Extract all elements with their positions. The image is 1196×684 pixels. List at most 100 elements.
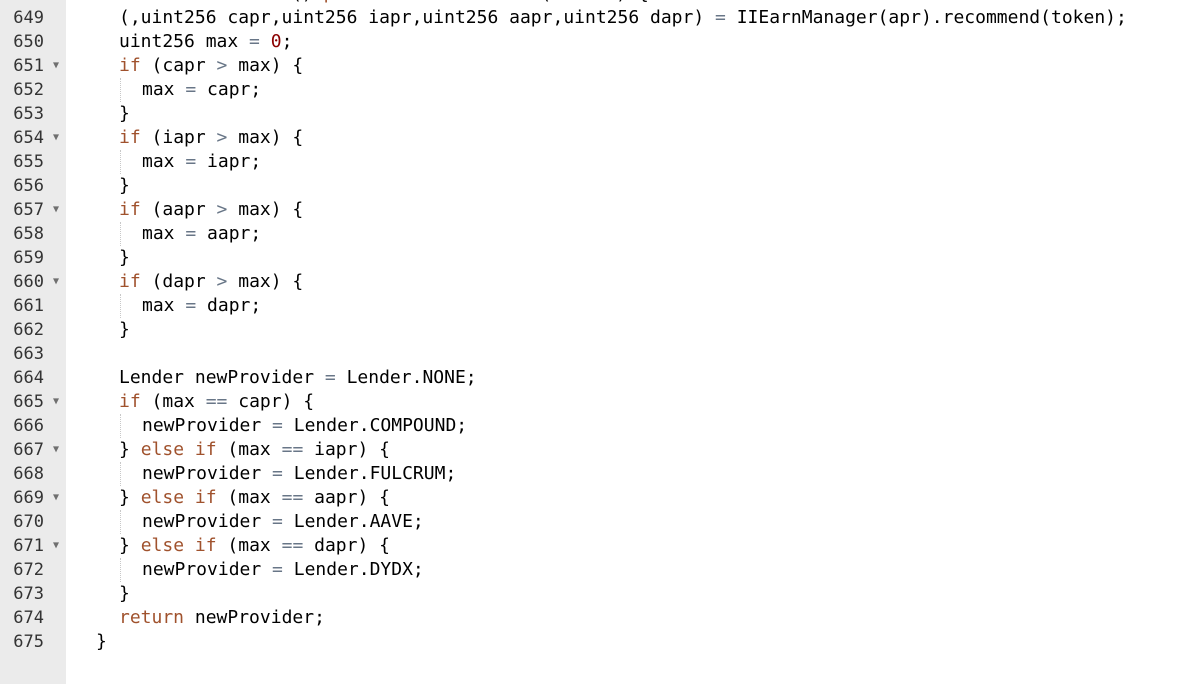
code-token: max) { <box>227 127 304 148</box>
code-text: return newProvider; <box>119 606 325 630</box>
line-number: 675 <box>13 632 44 652</box>
code-line[interactable]: 652 max = capr; <box>0 78 1196 102</box>
operator-token: = <box>185 223 197 244</box>
code-line[interactable]: 659} <box>0 246 1196 270</box>
code-text: max = capr; <box>142 78 261 102</box>
keyword-token: if <box>194 439 217 460</box>
line-number: 660 <box>13 272 44 292</box>
keyword-token: if <box>194 535 217 556</box>
code-token <box>184 487 195 508</box>
code-text: if (aapr > max) { <box>119 198 303 222</box>
code-line[interactable]: 649(,uint256 capr,uint256 iapr,uint256 a… <box>0 6 1196 30</box>
line-number: 661 <box>13 296 44 316</box>
code-token: (max <box>216 535 282 556</box>
code-token: capr) { <box>227 391 315 412</box>
code-line[interactable]: 673} <box>0 582 1196 606</box>
code-line[interactable]: 674 return newProvider; <box>0 606 1196 630</box>
code-text: newProvider = Lender.DYDX; <box>142 558 424 582</box>
code-line[interactable]: 660▼if (dapr > max) { <box>0 270 1196 294</box>
line-number: 654 <box>13 128 44 148</box>
indent-guide <box>120 78 121 102</box>
line-number-gutter <box>0 0 66 684</box>
code-line[interactable]: 663 <box>0 342 1196 366</box>
code-token: max <box>142 151 186 172</box>
operator-token: = <box>185 295 197 316</box>
code-line[interactable]: 651▼if (capr > max) { <box>0 54 1196 78</box>
code-token: (aapr <box>140 199 217 220</box>
fold-arrow-icon[interactable]: ▼ <box>52 276 60 287</box>
code-token <box>260 31 271 52</box>
line-number: 669 <box>13 488 44 508</box>
keyword-token: if <box>119 55 141 76</box>
code-text: newProvider = Lender.FULCRUM; <box>142 462 456 486</box>
code-token: (iapr <box>140 127 217 148</box>
keyword-token: else <box>140 487 185 508</box>
code-token: (max <box>216 487 282 508</box>
code-line[interactable]: 657▼if (aapr > max) { <box>0 198 1196 222</box>
code-text: if (max == capr) { <box>119 390 314 414</box>
code-text: } <box>119 318 130 342</box>
fold-arrow-icon[interactable]: ▼ <box>52 444 60 455</box>
code-text: if (capr > max) { <box>119 54 303 78</box>
keyword-token: else <box>140 535 185 556</box>
operator-token: == <box>281 439 304 460</box>
code-token <box>184 439 195 460</box>
keyword-token: if <box>119 391 141 412</box>
code-token: Lender.NONE; <box>335 367 477 388</box>
line-number: 648 <box>0 0 44 6</box>
keyword-token: if <box>194 487 217 508</box>
line-number: 673 <box>13 584 44 604</box>
fold-arrow-icon[interactable]: ▼ <box>52 540 60 551</box>
fold-arrow-icon[interactable]: ▼ <box>52 132 60 143</box>
code-text: } else if (max == dapr) { <box>119 534 390 558</box>
code-line[interactable]: 675} <box>0 630 1196 654</box>
code-line[interactable]: 653} <box>0 102 1196 126</box>
code-token: max) { <box>227 271 304 292</box>
operator-token: = <box>272 463 283 484</box>
keyword-token: if <box>119 271 141 292</box>
fold-arrow-icon[interactable]: ▼ <box>52 204 60 215</box>
code-token: } <box>96 631 107 652</box>
code-line[interactable]: 669 ▼ } else if (max == aapr) { <box>0 486 1196 510</box>
code-token: max <box>142 223 186 244</box>
code-text: } else if (max == aapr) { <box>119 486 390 510</box>
code-line[interactable]: 656} <box>0 174 1196 198</box>
code-text: max = aapr; <box>142 222 261 246</box>
operator-token: = <box>249 31 260 52</box>
line-number: 652 <box>13 80 44 100</box>
code-line[interactable]: 661 max = dapr; <box>0 294 1196 318</box>
code-line[interactable]: 662} <box>0 318 1196 342</box>
code-text: max = dapr; <box>142 294 261 318</box>
operator-token: = <box>272 415 283 436</box>
code-lines: 647648▼function recommend() public view … <box>0 0 1196 654</box>
fold-arrow-icon[interactable]: ▼ <box>52 396 60 407</box>
code-token: aapr) { <box>303 487 390 508</box>
operator-token: = <box>185 151 197 172</box>
code-token: dapr; <box>196 295 262 316</box>
code-token: Lender.FULCRUM; <box>282 463 457 484</box>
code-token: } <box>119 487 141 508</box>
code-line[interactable]: 654▼if (iapr > max) { <box>0 126 1196 150</box>
code-token: } <box>119 583 130 604</box>
code-line[interactable]: 671▼} else if (max == dapr) { <box>0 534 1196 558</box>
code-text: newProvider = Lender.COMPOUND; <box>142 414 467 438</box>
operator-token: == <box>205 391 228 412</box>
code-token: Lender.AAVE; <box>282 511 424 532</box>
code-token: newProvider <box>142 463 273 484</box>
code-line[interactable]: 648▼function recommend() public view ret… <box>0 0 1196 6</box>
code-line[interactable]: 667▼} else if (max == iapr) { <box>0 438 1196 462</box>
fold-arrow-icon[interactable]: ▼ <box>52 492 60 503</box>
line-number: 674 <box>13 608 44 628</box>
code-line[interactable]: 665▼if (max == capr) { <box>0 390 1196 414</box>
fold-arrow-icon[interactable]: ▼ <box>52 60 60 71</box>
code-token: dapr) { <box>303 535 390 556</box>
